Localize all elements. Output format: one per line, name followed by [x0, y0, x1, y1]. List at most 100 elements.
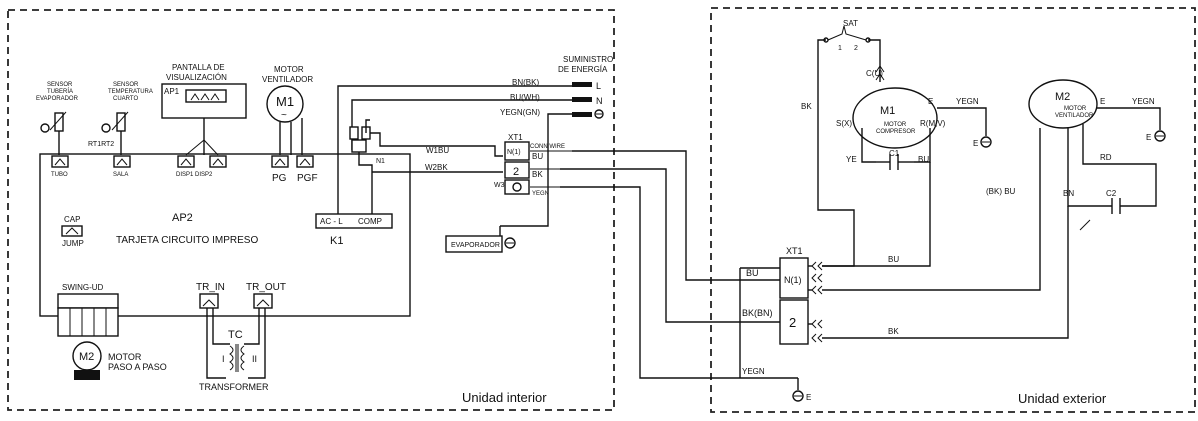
svg-text:COMP: COMP [358, 217, 382, 226]
indoor-wiring: N1 W1BU W2BK [349, 119, 503, 214]
svg-text:BK: BK [532, 170, 543, 179]
indoor-unit-outline [7, 9, 615, 411]
sensor-tube: SENSOR TUBERÍA EVAPORADOR [36, 82, 79, 155]
svg-text:SWING-UD: SWING-UD [62, 283, 104, 292]
svg-text:TR_OUT: TR_OUT [246, 282, 286, 293]
compressor-icon [852, 87, 938, 149]
rt-label: RT1RT2 [88, 141, 114, 148]
svg-text:M1: M1 [880, 105, 895, 117]
outdoor-fan-motor: M2 MOTOR VENTILADOR E YEGN E RD BN C2 (B… [822, 79, 1166, 339]
svg-text:SENSOR: SENSOR [113, 82, 139, 88]
svg-text:TRANSFORMER: TRANSFORMER [199, 382, 269, 392]
svg-text:MOTOR: MOTOR [884, 122, 907, 128]
svg-text:BN(BK): BN(BK) [512, 78, 539, 87]
svg-text:YE: YE [846, 155, 857, 164]
svg-text:RD: RD [1100, 153, 1112, 162]
indoor-fan-motor: MOTOR VENTILADOR M1 ~ PG PGF [262, 65, 318, 184]
svg-text:S(X): S(X) [836, 119, 852, 128]
svg-text:VENTILADOR: VENTILADOR [262, 75, 313, 84]
svg-text:YEGN: YEGN [956, 97, 979, 106]
svg-text:JUMP: JUMP [62, 239, 84, 248]
interconnect-wiring: BU BK(BN) YEGN E [560, 150, 811, 402]
outdoor-terminal-block: XT1 N(1) 2 [779, 246, 823, 345]
svg-text:~: ~ [281, 110, 287, 121]
svg-text:M2: M2 [1055, 91, 1070, 103]
evaporator: EVAPORADOR [445, 226, 516, 253]
svg-text:C2: C2 [1106, 189, 1117, 198]
svg-text:SALA: SALA [113, 172, 128, 178]
pcb-name-label: TARJETA CIRCUITO IMPRESO [116, 235, 258, 246]
svg-text:TR_IN: TR_IN [196, 282, 225, 293]
svg-text:CUARTO: CUARTO [113, 96, 138, 102]
svg-text:CAP: CAP [64, 215, 80, 224]
svg-text:2: 2 [789, 315, 796, 330]
tube-sensor-icon [54, 112, 64, 132]
svg-text:TUBERÍA: TUBERÍA [47, 88, 73, 95]
svg-text:M2: M2 [79, 351, 94, 363]
svg-text:XT1: XT1 [786, 246, 803, 256]
outdoor-unit-outline [710, 7, 1196, 413]
svg-text:N(1): N(1) [784, 275, 802, 285]
svg-text:M1: M1 [276, 94, 294, 109]
svg-text:MOTOR: MOTOR [274, 65, 304, 74]
svg-text:II: II [252, 354, 257, 364]
svg-text:SAT: SAT [843, 19, 858, 28]
room-sensor-icon [116, 112, 126, 132]
svg-text:E: E [1100, 97, 1105, 106]
svg-text:VISUALIZACIÓN: VISUALIZACIÓN [166, 73, 227, 82]
compressor-motor: M1 MOTOR COMPRESOR E YEGN E S(X) R(M,V) … [822, 87, 992, 267]
fan-motor-icon [266, 85, 304, 123]
svg-text:VENTILADOR: VENTILADOR [1055, 113, 1094, 119]
indoor-unit-label: Unidad interior [462, 390, 547, 405]
svg-text:BK: BK [888, 327, 899, 336]
svg-text:2: 2 [854, 45, 858, 52]
indoor-terminal-block: XT1 N(1) 2 W3 CONN WIRE BU BK YEGN [494, 133, 572, 197]
svg-text:BK: BK [801, 102, 812, 111]
svg-text:EVAPORADOR: EVAPORADOR [451, 242, 500, 249]
svg-text:BN: BN [1063, 189, 1074, 198]
svg-text:2: 2 [513, 166, 519, 178]
svg-text:BU: BU [746, 268, 759, 278]
svg-text:N: N [596, 96, 603, 106]
svg-text:R(M,V): R(M,V) [920, 119, 946, 128]
svg-text:SUMINISTRO: SUMINISTRO [563, 55, 613, 64]
svg-text:W3: W3 [494, 182, 505, 189]
svg-text:PASO A PASO: PASO A PASO [108, 362, 167, 372]
svg-text:E: E [1146, 133, 1151, 142]
svg-text:C(U): C(U) [866, 69, 883, 78]
svg-text:XT1: XT1 [508, 133, 523, 142]
svg-text:COMPRESOR: COMPRESOR [876, 129, 916, 135]
svg-text:L: L [596, 81, 601, 91]
svg-text:W2BK: W2BK [425, 163, 448, 172]
svg-text:I: I [222, 354, 225, 364]
outdoor-fan-icon [1028, 79, 1098, 129]
svg-text:BU(WH): BU(WH) [510, 93, 540, 102]
transformer: TR_IN TR_OUT TC I II TRANSFORMER [196, 282, 286, 392]
svg-text:TEMPERATURA: TEMPERATURA [108, 89, 153, 95]
svg-text:TUBO: TUBO [51, 172, 68, 178]
svg-text:BK(BN): BK(BN) [742, 308, 773, 318]
svg-text:PG: PG [272, 173, 287, 184]
svg-text:N1: N1 [376, 158, 385, 165]
svg-text:TC: TC [228, 329, 243, 341]
sensor-room: SENSOR TEMPERATURA CUARTO RT1RT2 [88, 82, 153, 155]
swing-motor: SWING-UD M2 MOTOR PASO A PASO [57, 283, 167, 380]
svg-text:AP1: AP1 [164, 87, 180, 96]
svg-text:BU: BU [888, 255, 899, 264]
svg-text:YEGN: YEGN [532, 191, 549, 197]
display-board: PANTALLA DE VISUALIZACIÓN AP1 DISP1 DISP… [161, 63, 247, 178]
svg-text:SENSOR: SENSOR [47, 82, 73, 88]
svg-text:BU: BU [532, 152, 543, 161]
svg-text:1: 1 [838, 45, 842, 52]
relay-k1: AC - L COMP K1 [315, 213, 393, 247]
svg-text:EVAPORADOR: EVAPORADOR [36, 96, 79, 102]
svg-text:AC - L: AC - L [320, 217, 343, 226]
svg-text:DE ENERGÍA: DE ENERGÍA [558, 65, 608, 74]
svg-text:E: E [973, 139, 978, 148]
svg-text:YEGN(GN): YEGN(GN) [500, 108, 540, 117]
svg-text:YEGN: YEGN [742, 367, 765, 376]
svg-text:BU: BU [918, 155, 929, 164]
svg-text:MOTOR: MOTOR [108, 352, 142, 362]
outdoor-unit-label: Unidad exterior [1018, 391, 1107, 406]
